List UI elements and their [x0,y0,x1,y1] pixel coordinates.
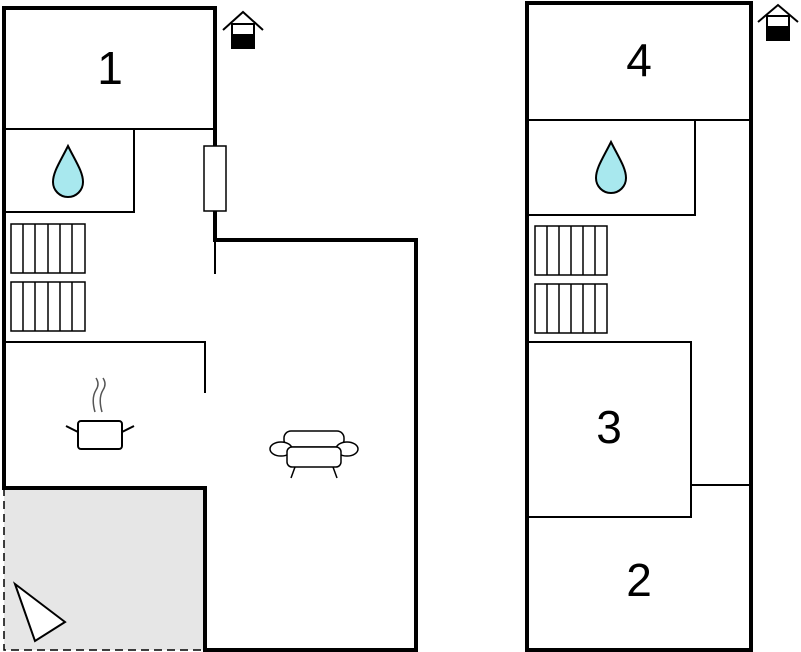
room-label-1: 1 [97,42,123,94]
room-label-4: 4 [626,34,652,86]
kitchen-wall [4,341,206,393]
bathroom-wall-upper [527,120,696,216]
room-label-2: 2 [626,554,652,606]
lounge-chair-icon [12,581,67,643]
ground-floor-plan: 1 [2,6,418,652]
sofa-icon [269,430,359,479]
cooking-pot-icon [65,377,135,450]
bedroom-3-wall [527,341,692,518]
ground-floor-outer-wall [2,6,418,652]
house-entrance-icon [757,3,799,41]
water-drop-icon [51,143,85,198]
upper-floor-plan: 4 3 2 [525,1,799,652]
room-label-3: 3 [596,401,622,453]
terrace-dashed-border [3,488,205,651]
stairs-icon [10,223,86,332]
stairs-icon [534,225,608,334]
house-entrance-icon [222,10,264,49]
bathroom-wall [4,129,135,213]
window [203,145,227,212]
upper-floor-outer-wall [525,1,753,652]
water-drop-icon [594,139,628,194]
